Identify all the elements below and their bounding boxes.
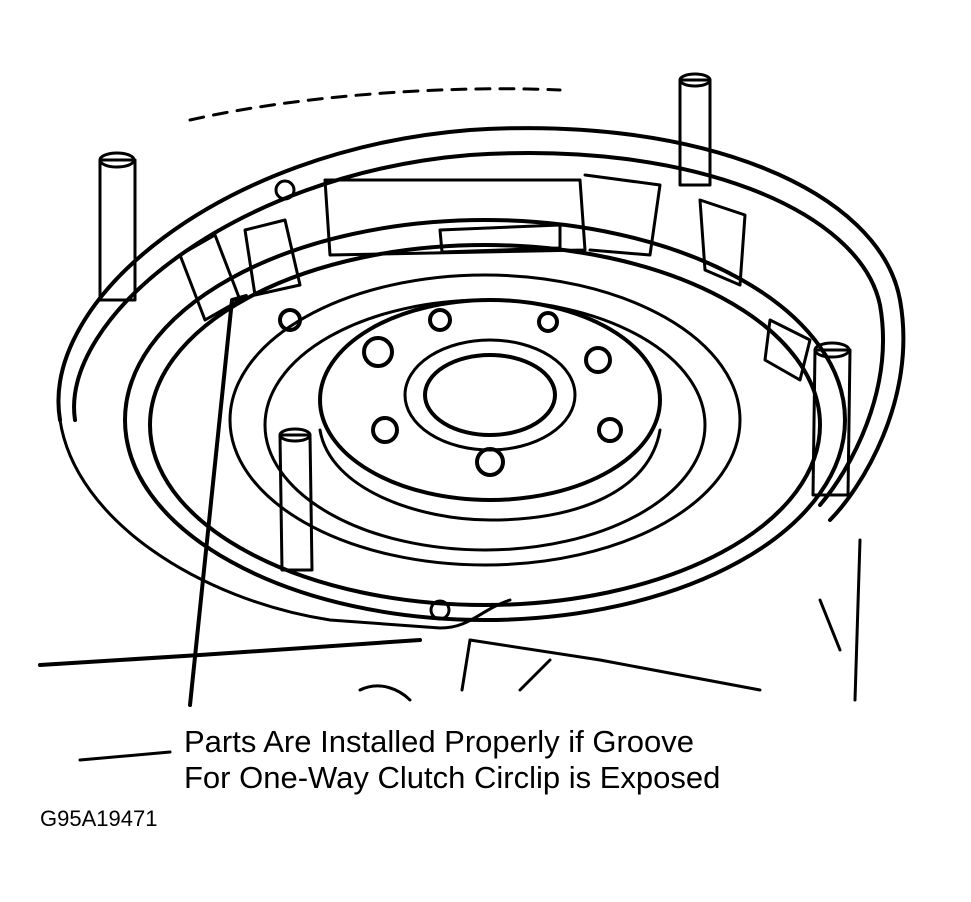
case-inner-rings — [123, 218, 847, 622]
leader-line — [188, 294, 248, 707]
clutch-drum-tabs — [178, 173, 812, 382]
case-lower-body — [274, 179, 862, 702]
case-outer-flange — [38, 87, 906, 762]
caption-line-2: For One-Way Clutch Circlip is Exposed — [184, 760, 721, 795]
planetary-carrier — [278, 298, 662, 522]
caption-line-1: Parts Are Installed Properly if Groove — [184, 724, 695, 759]
figure-id: G95A19471 — [40, 806, 158, 831]
stud-bolts — [98, 72, 852, 572]
